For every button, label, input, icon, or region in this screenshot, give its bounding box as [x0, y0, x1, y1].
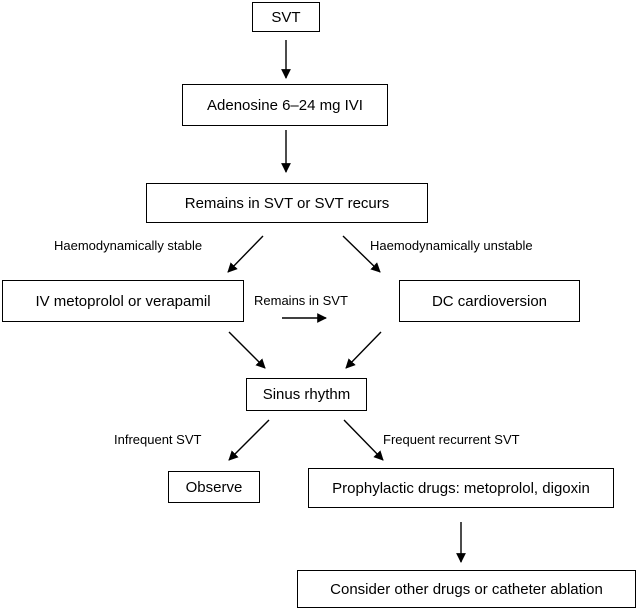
node-adenosine: Adenosine 6–24 mg IVI	[182, 84, 388, 126]
node-consider: Consider other drugs or catheter ablatio…	[297, 570, 636, 608]
arrow-dc-to-sinus	[345, 331, 382, 369]
node-observe: Observe	[168, 471, 260, 503]
node-svt: SVT	[252, 2, 320, 32]
arrow-sinus-to-observe	[228, 419, 270, 461]
arrow-remains-to-dc	[342, 235, 381, 273]
label-remains-in-svt: Remains in SVT	[254, 293, 348, 308]
arrow-sinus-to-prophylactic	[343, 419, 384, 461]
label-infrequent-svt: Infrequent SVT	[114, 432, 202, 447]
label-frequent-recurrent-svt: Frequent recurrent SVT	[383, 432, 520, 447]
node-sinus: Sinus rhythm	[246, 378, 367, 411]
arrow-remains-to-iv	[227, 235, 264, 273]
arrow-iv-to-sinus	[228, 331, 266, 369]
node-prophylactic: Prophylactic drugs: metoprolol, digoxin	[308, 468, 614, 508]
node-remains: Remains in SVT or SVT recurs	[146, 183, 428, 223]
label-haemodynamically-stable: Haemodynamically stable	[54, 238, 203, 253]
node-iv-drugs: IV metoprolol or verapamil	[2, 280, 244, 322]
node-dc: DC cardioversion	[399, 280, 580, 322]
label-haemodynamically-unstable: Haemodynamically unstable	[370, 238, 533, 253]
